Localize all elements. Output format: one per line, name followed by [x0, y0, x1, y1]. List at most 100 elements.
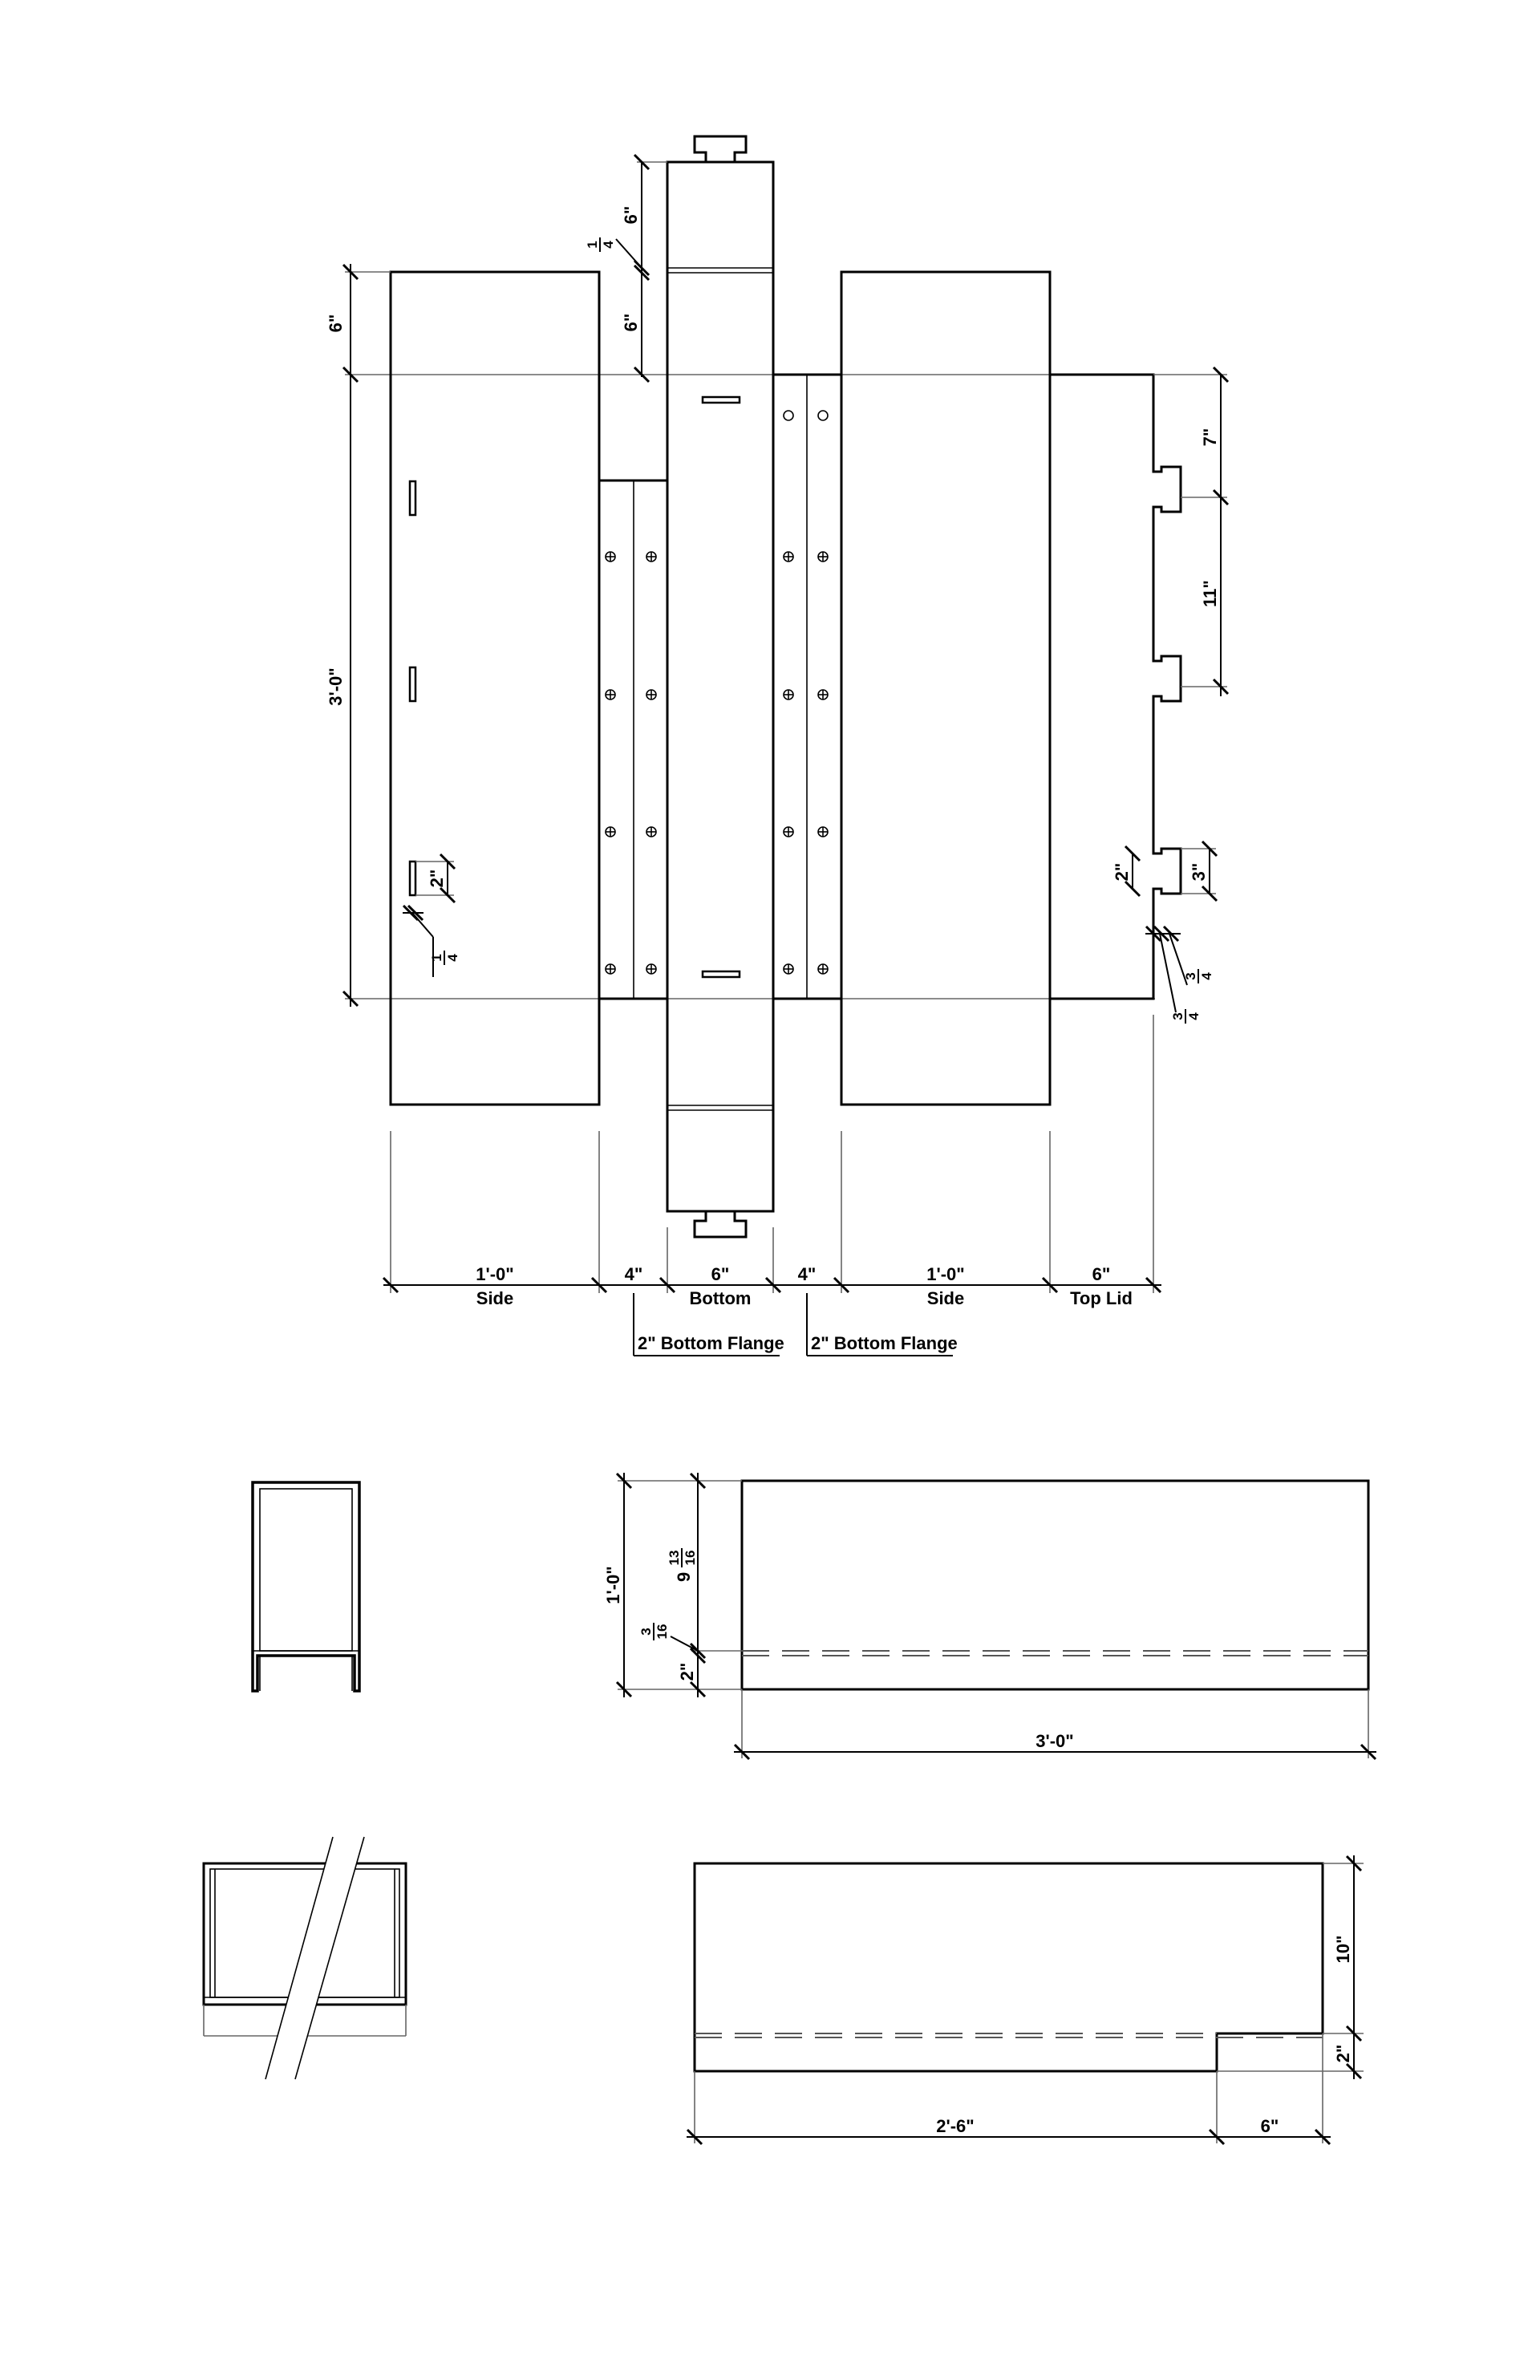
tick-mark	[590, 1276, 608, 1294]
tick-mark	[382, 1276, 399, 1294]
assembled-body	[740, 1479, 1370, 1691]
bottom-panel	[666, 160, 775, 1213]
dim-thickness: 3 16	[638, 1623, 670, 1640]
fraction-den: 4	[445, 954, 460, 962]
assembled-elevation: 1'-0" 9 13 16 3 16 2" 3'-0"	[603, 1472, 1377, 1761]
fraction-num: 13	[667, 1551, 682, 1566]
end-view-assembled	[251, 1481, 361, 1693]
label-side-left: Side	[476, 1288, 513, 1308]
dim-overall-height: 3'-0"	[326, 667, 346, 705]
tick-mark	[1345, 2062, 1363, 2080]
tick-mark	[733, 1743, 751, 1761]
label-flange-left: 2" Bottom Flange	[638, 1333, 784, 1353]
dim-side-right: 1'-0"	[926, 1264, 964, 1284]
break-line	[294, 1836, 365, 2080]
offset-leader-a	[1169, 933, 1188, 986]
fraction-den: 16	[683, 1551, 698, 1566]
tick-mark	[342, 990, 359, 1008]
tick-mark	[1201, 840, 1218, 858]
tick-mark	[1145, 1276, 1162, 1294]
dim-flange-right: 4"	[798, 1264, 817, 1284]
width-dimensions: 1'-0" Side 4" 6" Bottom 4" 1'-0" Side 6"…	[382, 1015, 1162, 1356]
tick-mark	[689, 1647, 707, 1664]
label-flange-right: 2" Bottom Flange	[811, 1333, 958, 1353]
tick-mark	[439, 886, 456, 904]
dim-tab-width: 2"	[1112, 863, 1132, 882]
height-dimension: 6" 3'-0"	[326, 263, 391, 1008]
dim-lid-length: 2'-6"	[936, 2116, 974, 2136]
dim-side-left: 1'-0"	[476, 1264, 513, 1284]
tick-mark	[633, 264, 650, 282]
tick-mark	[689, 1472, 707, 1490]
tick-mark	[764, 1276, 782, 1294]
tick-mark	[1345, 2025, 1363, 2042]
side-slot-2	[408, 666, 417, 703]
dim-slot-width: 1 4	[429, 951, 460, 965]
tick-mark	[1153, 925, 1170, 943]
label-bottom: Bottom	[690, 1288, 752, 1308]
top-lid-panel	[1050, 373, 1182, 1000]
unfolded-pattern: 6" 3'-0" 6" 6" 1 4 2"	[326, 135, 1230, 1356]
bottom-tab-dimensions: 6" 6" 1 4	[585, 153, 667, 383]
tick-mark	[659, 1276, 676, 1294]
tick-mark	[1041, 1276, 1059, 1294]
end-view-inner	[259, 1488, 353, 1652]
tick-mark	[1345, 1855, 1363, 1872]
fraction-den: 4	[601, 241, 616, 249]
rivet-hole	[817, 410, 829, 421]
dim-assembled-length: 3'-0"	[1035, 1731, 1073, 1751]
tick-mark	[1212, 489, 1230, 506]
fraction-den: 16	[654, 1624, 670, 1640]
dim-upper-tab: 6"	[621, 206, 641, 225]
fraction-num: 1	[429, 954, 444, 961]
tick-mark	[686, 2128, 703, 2146]
label-top-lid: Top Lid	[1070, 1288, 1133, 1308]
fraction-num: 3	[1183, 972, 1198, 979]
dim-offset-b: 3 4	[1170, 1009, 1202, 1024]
fraction-num: 1	[585, 241, 600, 248]
dim-flange-left: 4"	[625, 1264, 643, 1284]
dim-tab-spacing-top: 7"	[1200, 428, 1220, 447]
offset-leader-b	[1159, 933, 1177, 1013]
side-slot-3	[408, 860, 417, 897]
tick-mark	[833, 1276, 850, 1294]
dim-flange: 2"	[677, 1663, 697, 1681]
bottom-lower-tab	[693, 1211, 748, 1239]
slot-dimensions: 2" 1 4	[402, 853, 460, 977]
dim-top-lid: 6"	[1092, 1264, 1111, 1284]
left-side-panel	[389, 270, 601, 1106]
dim-lid-height: 10"	[1333, 1936, 1353, 1964]
label-side-right: Side	[927, 1288, 964, 1308]
rivet-holes	[605, 410, 829, 975]
tick-mark	[633, 366, 650, 383]
tick-mark	[342, 263, 359, 281]
tick-mark	[615, 1472, 633, 1490]
tick-mark	[1124, 880, 1141, 898]
end-view-outline	[251, 1481, 361, 1693]
lid-body	[693, 1862, 1324, 2073]
break-band	[265, 1837, 364, 2079]
dim-tab-spacing-mid: 11"	[1200, 580, 1220, 607]
slot-width-leader	[411, 912, 434, 938]
mixed-whole: 9	[674, 1572, 694, 1582]
tick-mark	[615, 1681, 633, 1698]
side-slot-1	[408, 480, 417, 517]
tick-mark	[439, 853, 456, 870]
tick-mark	[689, 1681, 707, 1698]
tick-mark	[1145, 925, 1162, 943]
tick-mark	[1314, 2128, 1331, 2146]
fraction-num: 3	[638, 1628, 654, 1635]
tick-mark	[407, 904, 424, 922]
tick-mark	[342, 366, 359, 383]
dim-bottom: 6"	[711, 1264, 730, 1284]
dim-lower-tab: 6"	[621, 314, 641, 332]
dim-tab-height: 3"	[1189, 863, 1209, 882]
bottom-slot-lower	[701, 970, 741, 979]
dim-inner-height: 9 13 16	[667, 1548, 698, 1582]
cutaway-end-view	[202, 1836, 407, 2080]
tick-mark	[1212, 678, 1230, 695]
fraction-leader	[615, 238, 642, 269]
lid-elevation: 10" 2" 2'-6" 6"	[686, 1855, 1364, 2146]
tick-mark	[1208, 2128, 1226, 2146]
